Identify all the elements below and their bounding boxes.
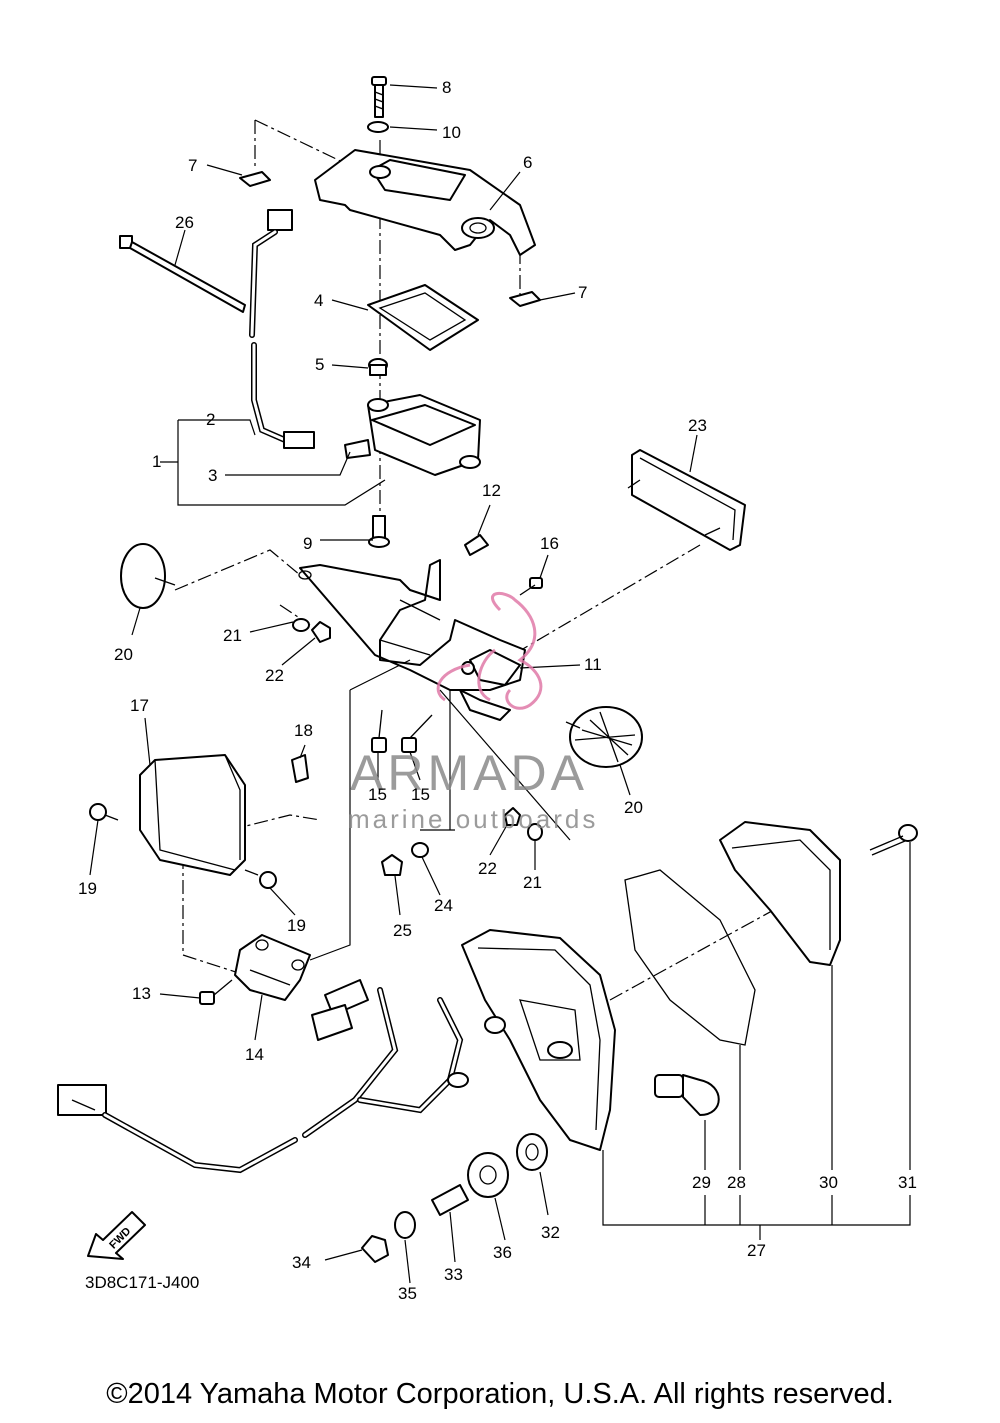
part-34-nut	[361, 1235, 389, 1263]
callout-labels: 1 2 3 4 5 6 7 7 8 9 10 11 12 13 14 15 15…	[78, 78, 917, 1303]
callout-29: 29	[692, 1173, 711, 1192]
part-15-bolt-left	[371, 709, 387, 753]
part-20-reflector-right	[565, 706, 643, 768]
watermark-brand: ARMADA	[350, 745, 588, 801]
callout-27: 27	[747, 1241, 766, 1260]
part-30-lens	[719, 821, 841, 966]
part-32-grommet	[516, 1133, 548, 1171]
callout-14: 14	[245, 1045, 264, 1064]
part-10-washer	[367, 121, 389, 133]
part-4-seal	[367, 284, 479, 351]
part-13-bolt	[199, 979, 233, 1005]
callout-7-upper: 7	[188, 156, 197, 175]
callout-20-right: 20	[624, 798, 643, 817]
callout-32: 32	[541, 1223, 560, 1242]
callout-21-lower: 21	[523, 873, 542, 892]
callout-15-right: 15	[411, 785, 430, 804]
callout-19-left: 19	[78, 879, 97, 898]
part-19-screw-right	[244, 869, 277, 889]
callout-34: 34	[292, 1253, 311, 1272]
callout-16: 16	[540, 534, 559, 553]
callout-18: 18	[294, 721, 313, 740]
wire-harness	[57, 979, 469, 1174]
callout-1: 1	[152, 452, 161, 471]
part-16-screw	[519, 577, 543, 596]
callout-28: 28	[727, 1173, 746, 1192]
callout-31: 31	[898, 1173, 917, 1192]
part-20-reflector-left	[120, 543, 176, 609]
main-bracket	[298, 559, 526, 721]
group-bracket-27	[602, 1150, 911, 1240]
callout-33: 33	[444, 1265, 463, 1284]
part-19-screw-left	[89, 803, 119, 821]
part-26-cable-tie	[119, 235, 246, 313]
callout-8: 8	[442, 78, 451, 97]
callout-21-upper: 21	[223, 626, 242, 645]
callout-6: 6	[523, 153, 532, 172]
part-12-grommet	[464, 534, 489, 556]
part-9-collar	[368, 515, 390, 548]
part-25-nut	[381, 854, 403, 876]
part-8-bolt	[371, 76, 387, 118]
part-28-gasket	[624, 869, 756, 1046]
callout-35: 35	[398, 1284, 417, 1303]
part-14-sub-bracket	[234, 934, 311, 1001]
callout-23: 23	[688, 416, 707, 435]
watermark-tagline: marine outboards	[348, 804, 598, 834]
part-36-washer	[467, 1152, 509, 1198]
part-15-bolt-right	[401, 714, 433, 753]
part-31-screw	[869, 824, 918, 856]
callout-19-right: 19	[287, 916, 306, 935]
callout-20-left: 20	[114, 645, 133, 664]
callout-10: 10	[442, 123, 461, 142]
callout-2: 2	[206, 410, 215, 429]
fwd-arrow-icon: FWD	[87, 1211, 146, 1260]
part-18-spacer	[291, 754, 309, 783]
callout-7-lower: 7	[578, 283, 587, 302]
leader-lines	[89, 84, 911, 1284]
callout-4: 4	[314, 291, 323, 310]
callout-22-lower: 22	[478, 859, 497, 878]
part-5-grommet	[368, 358, 388, 376]
callout-15-left: 15	[368, 785, 387, 804]
callout-36: 36	[493, 1243, 512, 1262]
part-7-pad-lower	[509, 291, 541, 307]
group-bracket-1	[177, 420, 386, 506]
part-3-meter-unit	[344, 394, 481, 476]
callout-3: 3	[208, 466, 217, 485]
callout-25: 25	[393, 921, 412, 940]
copyright-notice: ©2014 Yamaha Motor Corporation, U.S.A. A…	[106, 1378, 894, 1410]
callout-5: 5	[315, 355, 324, 374]
part-23-license-lamp	[627, 449, 746, 551]
callout-17: 17	[130, 696, 149, 715]
part-22-nut-upper	[311, 621, 331, 643]
part-2-wire-lead	[249, 209, 315, 449]
part-22-nut-lower	[504, 807, 521, 826]
callout-13: 13	[132, 984, 151, 1003]
catalog-code: 3D8C171-J400	[85, 1273, 199, 1292]
part-21-washer-upper	[292, 618, 310, 632]
callout-22-upper: 22	[265, 666, 284, 685]
part-6-meter-cover	[314, 149, 536, 256]
watermark-logo-octopus	[436, 591, 543, 710]
callout-12: 12	[482, 481, 501, 500]
part-35-washer	[394, 1211, 416, 1239]
callout-24: 24	[434, 896, 453, 915]
part-29-bulb	[654, 1074, 720, 1116]
part-17-cover	[139, 754, 246, 876]
part-24-washer	[411, 842, 429, 858]
callout-26: 26	[175, 213, 194, 232]
part-27-tail-lamp	[461, 929, 616, 1151]
callout-11: 11	[584, 655, 602, 674]
watermark: ARMADA marine outboards	[348, 591, 598, 834]
callout-30: 30	[819, 1173, 838, 1192]
part-33-collar	[431, 1184, 469, 1216]
callout-9: 9	[303, 534, 312, 553]
part-7-pad-upper	[239, 171, 271, 187]
